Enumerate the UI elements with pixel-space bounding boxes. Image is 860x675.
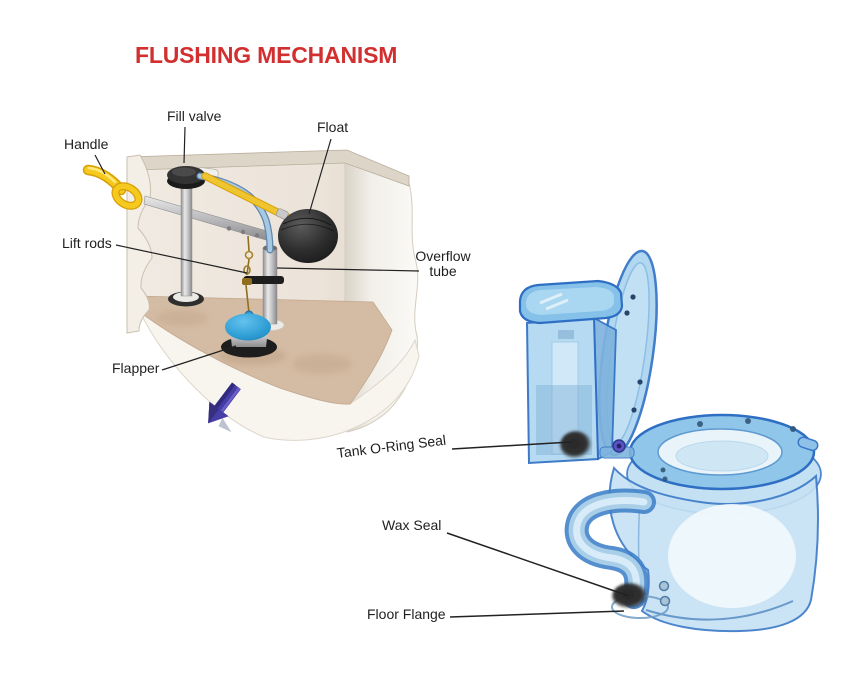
label-overflow-tube: Overflow tube (415, 248, 471, 279)
trap-tube-highlight (573, 497, 648, 601)
overflow-tube-leader-line (276, 267, 420, 272)
float-arm (202, 173, 290, 220)
tank-oring-seal-marker (560, 431, 592, 459)
bowl-funnel (675, 440, 769, 472)
tank-lid-highlight (539, 292, 569, 311)
overflow-tube (262, 247, 278, 325)
handle-highlight (87, 166, 117, 184)
seat-bolts (660, 418, 796, 482)
label-wax-seal: Wax Seal (382, 517, 442, 533)
float-groove (280, 223, 335, 232)
floor-flange-leader-line (449, 610, 625, 618)
float-groove (282, 217, 332, 226)
lever-hole (240, 229, 246, 235)
flush-direction-arrow (208, 382, 241, 433)
label-fill-valve: Fill valve (167, 108, 222, 124)
lid-bolts (624, 294, 643, 413)
float-ball (278, 209, 338, 263)
toilet-leader-lines (446, 441, 630, 618)
floor-shadow (292, 354, 352, 374)
flange-bolt (659, 595, 671, 607)
tank-internal-part (558, 330, 574, 339)
label-handle: Handle (64, 136, 109, 152)
lift-chain (245, 235, 250, 314)
lever-hole (254, 233, 260, 238)
tank-lid-top-face (526, 287, 614, 315)
tank-left-wall-torn (126, 154, 153, 334)
float-leader-line (308, 138, 332, 215)
handle-leader-line (94, 154, 106, 175)
fill-valve-shaft (180, 179, 193, 297)
tank-cutaway-illustration (82, 126, 420, 441)
flange-bolt (658, 580, 670, 592)
chain-s-hook (244, 250, 254, 260)
chain-clip (242, 278, 252, 285)
handle-loop (112, 183, 142, 209)
chain-link (243, 265, 251, 275)
page-title: FLUSHING MECHANISM (135, 42, 398, 68)
floor-shadow (156, 310, 208, 326)
flapper-leader-line (161, 345, 237, 371)
toilet-illustration (446, 249, 822, 633)
label-flapper: Flapper (112, 360, 160, 376)
fill-valve-cap-highlight (172, 167, 196, 177)
wax-seal-marker (612, 583, 648, 609)
flapper-dome (225, 313, 271, 341)
fill-valve-leader-line (183, 126, 186, 164)
label-lift-rods: Lift rods (62, 235, 112, 251)
trip-lever-arm (143, 195, 268, 241)
overflow-tube-clamp (244, 276, 284, 284)
seat-side-fitting (797, 436, 819, 452)
tank-leader-lines (94, 126, 420, 371)
fill-valve-base (173, 292, 199, 302)
label-floor-flange: Floor Flange (367, 606, 446, 622)
float-arm-ferrule (275, 208, 289, 220)
lever-hole (226, 226, 232, 231)
lift-rods-leader-line (115, 244, 248, 274)
base-bottom-edge (645, 600, 794, 621)
label-float: Float (317, 119, 349, 135)
tank-oring-leader-line (451, 441, 572, 450)
bowl-base-highlight (668, 504, 796, 608)
wax-seal-leader-line (446, 532, 630, 597)
seat-hinge-bolt-center (616, 443, 622, 449)
